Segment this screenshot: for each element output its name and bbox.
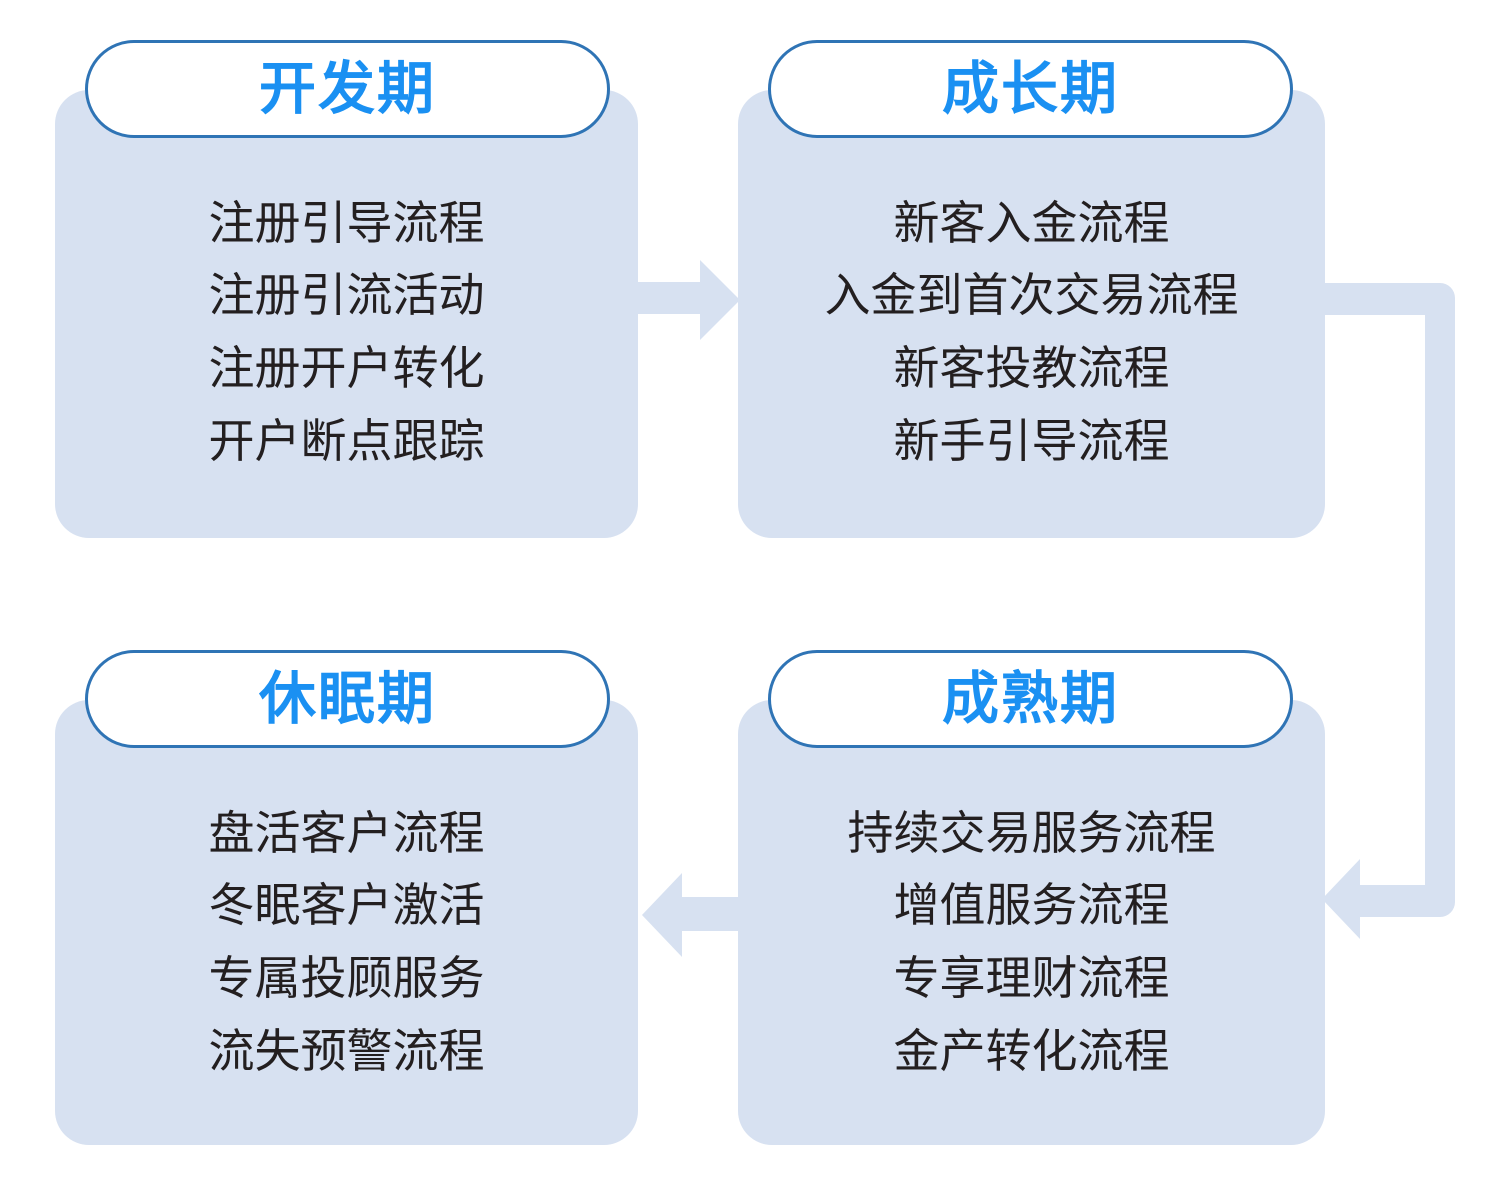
card-item-list: 持续交易服务流程 增值服务流程 专享理财流程 金产转化流程 — [738, 748, 1325, 1148]
arrow-develop-to-growth — [628, 255, 748, 345]
list-item: 注册开户转化 — [208, 342, 485, 394]
card-body — [738, 700, 1325, 1145]
card-title: 成熟期 — [942, 666, 1119, 731]
card-header-pill[interactable]: 成熟期 — [768, 650, 1293, 748]
card-header-pill[interactable]: 成长期 — [768, 40, 1293, 138]
list-item: 金产转化流程 — [893, 1024, 1170, 1077]
list-item: 增值服务流程 — [893, 879, 1170, 932]
card-item-list: 注册引导流程 注册引流活动 注册开户转化 开户断点跟踪 — [55, 138, 638, 538]
card-title: 休眠期 — [259, 666, 436, 731]
list-item: 新客投教流程 — [893, 342, 1170, 394]
arrow-mature-to-dormant — [636, 865, 762, 965]
arrow-growth-to-mature — [1318, 275, 1478, 965]
list-item: 专属投顾服务 — [208, 952, 485, 1004]
list-item: 入金到首次交易流程 — [824, 269, 1239, 322]
card-body — [55, 90, 638, 538]
card-item-list: 新客入金流程 入金到首次交易流程 新客投教流程 新手引导流程 — [738, 138, 1325, 538]
list-item: 冬眠客户激活 — [208, 879, 485, 932]
list-item: 注册引流活动 — [208, 269, 485, 322]
card-title: 成长期 — [942, 56, 1119, 121]
list-item: 持续交易服务流程 — [847, 806, 1216, 859]
card-body — [738, 90, 1325, 538]
list-item: 盘活客户流程 — [208, 806, 485, 859]
card-header-pill[interactable]: 开发期 — [85, 40, 610, 138]
card-header-pill[interactable]: 休眠期 — [85, 650, 610, 748]
list-item: 注册引导流程 — [208, 196, 485, 249]
list-item: 开户断点跟踪 — [208, 414, 485, 467]
card-body — [55, 700, 638, 1145]
list-item: 新客入金流程 — [893, 196, 1170, 249]
card-title: 开发期 — [259, 56, 436, 121]
list-item: 流失预警流程 — [208, 1024, 485, 1077]
card-item-list: 盘活客户流程 冬眠客户激活 专属投顾服务 流失预警流程 — [55, 748, 638, 1148]
list-item: 新手引导流程 — [893, 414, 1170, 467]
list-item: 专享理财流程 — [893, 952, 1170, 1004]
